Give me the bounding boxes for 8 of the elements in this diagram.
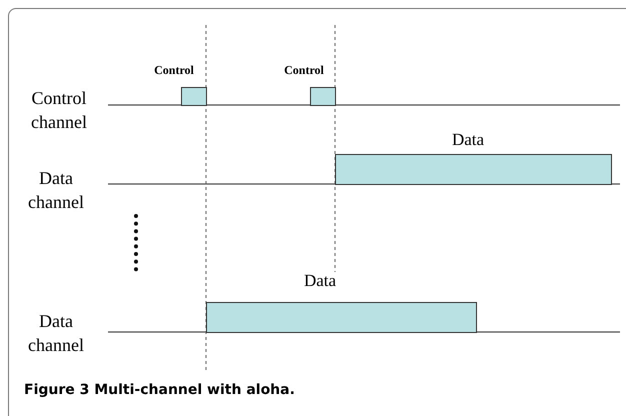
packet-label: Control [153,64,195,76]
figure-caption: Figure 3 Multi-channel with aloha. [24,381,295,400]
channel-label: Data channel [27,310,85,357]
channel-label: Control channel [30,87,88,134]
packet-label: Control [283,64,325,76]
packet-label: Data [302,272,338,289]
channel-label: Data channel [27,167,85,214]
packet-label: Data [450,131,486,148]
